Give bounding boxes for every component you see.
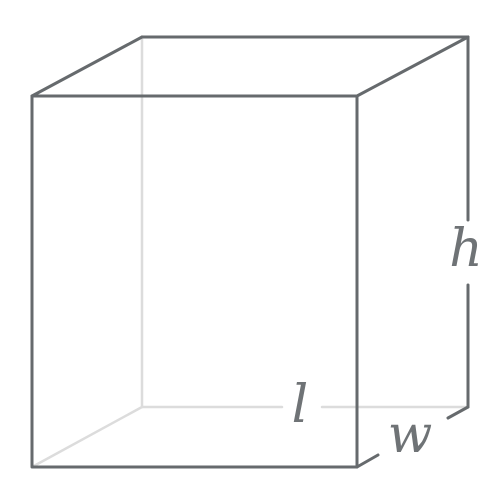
hidden-edges: [30, 35, 470, 469]
visible-edges: [30, 35, 470, 469]
length-label: l: [292, 375, 309, 435]
top-edge-right: [355, 35, 470, 98]
top-edge-left: [30, 35, 144, 98]
height-label: h: [449, 219, 483, 279]
front-face: [30, 94, 359, 469]
bottom-edge-right-back: [446, 405, 470, 420]
bottom-edge-right-front: [355, 453, 380, 469]
width-label: w: [388, 405, 433, 465]
hidden-edge-bottom-left: [30, 405, 144, 469]
